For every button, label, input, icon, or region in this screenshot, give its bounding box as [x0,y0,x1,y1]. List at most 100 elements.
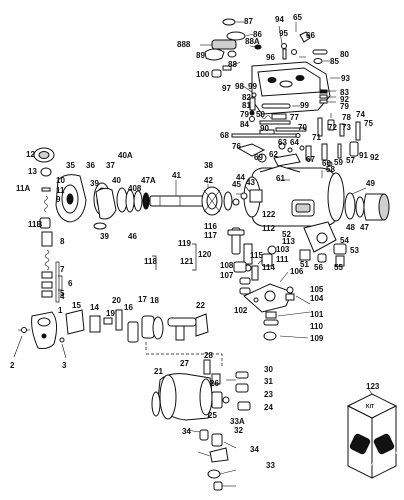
callout-120: 120 [198,250,212,259]
callout-73: 73 [342,123,351,132]
part-100-block [211,69,222,78]
part-26 [211,373,221,385]
part-78-bolt [317,117,323,137]
part-69 [257,153,267,163]
callout-36: 36 [86,161,95,170]
part-57 [337,143,342,159]
part-11a [41,187,51,192]
callout-98: 98 [235,82,244,91]
callout-43: 43 [246,178,255,187]
callout-58: 58 [326,165,335,174]
part-55 [335,255,345,267]
callout-92b: 92 [370,153,379,162]
kit-logo-right [373,433,395,455]
callout-56: 56 [314,263,323,272]
callout-78: 78 [342,113,351,122]
callout-72: 72 [328,123,337,132]
callout-14: 14 [90,303,99,312]
part-2 [21,327,27,333]
callout-18: 18 [150,296,159,305]
callout-11: 11 [56,186,65,195]
callout-21: 21 [154,367,163,376]
callout-111: 111 [276,255,289,264]
part-110 [263,319,279,326]
callout-103: 103 [276,245,290,254]
callout-31: 31 [264,377,273,386]
callout-53: 53 [350,246,359,255]
callout-82: 82 [242,93,251,102]
fittings-group [227,221,347,295]
callout-42: 42 [204,176,213,185]
callout-74: 74 [356,110,365,119]
callout-15: 15 [72,301,81,310]
callout-60: 60 [322,159,331,168]
part-80-rod [312,49,328,55]
part-408 [133,190,143,212]
part-95-nut [281,43,287,49]
part-70-rod [275,127,307,132]
governor-cover-group [200,18,361,167]
callout-33: 33 [266,461,275,470]
callout-4: 4 [60,292,65,301]
part-11b-spring [44,195,48,213]
plunger-column-group [18,231,65,349]
part-56 [317,253,327,263]
part-40-seal [125,189,135,213]
callout-54: 54 [340,236,349,245]
callout-84: 84 [240,120,249,129]
callout-888: 888 [177,40,191,49]
part-5 [41,290,53,298]
callout-1: 1 [58,306,63,315]
callout-68: 68 [220,131,229,140]
callout-119: 119 [178,239,191,248]
part-43 [232,198,240,206]
callout-40a: 40A [118,151,133,160]
callout-76: 76 [232,142,241,151]
part-14 [89,315,101,333]
callout-9: 9 [56,195,61,204]
part-89-bracket [204,48,225,61]
part-83 [319,89,328,94]
callout-109: 109 [310,334,324,343]
part-103 [267,245,277,255]
callout-88a: 88A [245,37,260,46]
callout-117: 117 [204,231,217,240]
part-27 [203,359,211,375]
callout-122: 122 [262,210,276,219]
part-87-washer [222,18,236,26]
part-3 [59,337,65,343]
callout-48: 48 [346,223,355,232]
callout-99b: 99 [300,101,309,110]
part-113 [243,243,253,265]
callout-94: 94 [275,15,284,24]
part-76-lever [236,143,266,157]
callout-3: 3 [62,361,67,370]
callout-87: 87 [244,17,253,26]
callout-32: 32 [234,426,243,435]
callout-88: 88 [228,60,237,69]
callout-17: 17 [138,295,147,304]
callout-26: 26 [210,379,219,388]
part-1-head [31,311,58,349]
part-67 [305,145,312,161]
callout-89: 89 [196,51,205,60]
part-15 [65,309,85,335]
callout-39a: 39 [90,179,99,188]
part-17 [141,315,155,339]
callout-34b: 34 [250,445,259,454]
callout-11a: 11A [16,184,30,193]
callout-47a: 47A [141,176,156,185]
part-66-clip [299,31,311,43]
callout-81: 81 [242,101,251,110]
part-41-drive-shaft [149,195,205,207]
callout-labels: 87 94 65 86 95 66 888 88A 96 80 89 85 88… [10,13,380,470]
callout-106: 106 [290,267,304,276]
part-51 [299,249,311,261]
part-8 [41,231,53,247]
callout-41: 41 [172,171,181,180]
callout-77: 77 [290,113,299,122]
part-33 [213,481,223,491]
part-18 [152,316,164,340]
part-48-ring [355,196,365,218]
callout-96: 96 [266,53,275,62]
